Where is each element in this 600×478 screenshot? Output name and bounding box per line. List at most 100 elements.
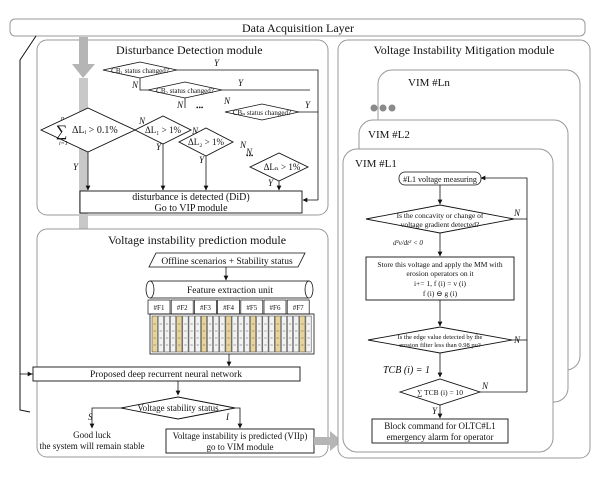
feature-bar-25 bbox=[299, 315, 306, 353]
dl1-no: N bbox=[191, 126, 199, 136]
edge-line2: erosion filter less than 0.98 pu? bbox=[399, 342, 481, 349]
vim-dot-2 bbox=[379, 104, 387, 112]
data-acquisition-layer-box bbox=[9, 18, 586, 37]
status-label: Voltage stability status bbox=[137, 403, 219, 413]
feature-bar-10 bbox=[207, 315, 213, 353]
offline-box bbox=[148, 252, 306, 268]
vim-title: Voltage Instability Mitigation module bbox=[374, 43, 555, 57]
feature-bar-3 bbox=[164, 315, 170, 353]
ddm-title: Disturbance Detection module bbox=[116, 43, 263, 57]
cb1-yes-line bbox=[177, 69, 319, 200]
block-line1: Block command for OLTC#L1 bbox=[384, 421, 495, 431]
did-result-box bbox=[79, 190, 303, 214]
dl1-yes: Y bbox=[156, 142, 162, 152]
feature-bar-4 bbox=[170, 315, 177, 353]
cb-dots: ••• bbox=[196, 104, 204, 112]
status-left-line bbox=[89, 407, 121, 429]
feature-bar-1 bbox=[151, 315, 158, 353]
feature-bar-24 bbox=[293, 315, 300, 353]
status-right-line bbox=[235, 407, 243, 429]
dln-label: ΔLₙ > 1% bbox=[264, 162, 301, 172]
feature-bar-20 bbox=[268, 315, 275, 353]
feature-label-4: #F4 bbox=[223, 304, 234, 312]
feature-bar-17 bbox=[250, 315, 257, 353]
vim-l1-label: VIM #L1 bbox=[355, 158, 397, 170]
vim-dot-3 bbox=[388, 104, 396, 112]
feature-bar-2 bbox=[157, 315, 164, 353]
feature-label-3: #F3 bbox=[200, 304, 211, 312]
vip-title: Voltage instability prediction module bbox=[108, 233, 286, 247]
dl2-diamond bbox=[178, 127, 234, 157]
edge-line1: Is the edge value detected by the bbox=[398, 334, 483, 341]
sum-tcb-label: ∑ TCB (i) = 10 bbox=[417, 388, 463, 397]
block-box bbox=[371, 418, 509, 444]
did-result-line2: Go to VIP module bbox=[154, 203, 228, 214]
cb1-no: N bbox=[131, 80, 139, 90]
feature-bar-26 bbox=[305, 315, 312, 353]
measure-label: #L1 voltage measuring bbox=[403, 175, 477, 184]
feature-label-2: #F2 bbox=[177, 304, 188, 312]
feature-bar-18 bbox=[256, 315, 263, 353]
viip-line2: go to VIM module bbox=[206, 442, 273, 452]
viip-line1: Voltage instability is predicted (VIIp) bbox=[173, 431, 308, 441]
feature-bar-7 bbox=[188, 315, 195, 353]
feature-bar-6 bbox=[182, 315, 189, 353]
deriv-label: d²v/dt² < 0 bbox=[393, 239, 423, 247]
feedback-loop-line bbox=[19, 35, 37, 413]
feature-label-7: #F7 bbox=[293, 304, 304, 312]
status-i: I bbox=[225, 412, 230, 422]
stable-line2: the system will remain stable bbox=[40, 441, 145, 451]
sum-symbol: ∑ bbox=[56, 123, 67, 140]
cbn-yes: Y bbox=[305, 100, 311, 110]
cb1-no-line bbox=[139, 78, 148, 91]
grey-arrow-to-vim bbox=[314, 431, 342, 451]
feature-bar-14 bbox=[231, 315, 238, 353]
store-line3: i+= 1, f (i) = v (i) bbox=[414, 279, 467, 288]
dl2-no: N bbox=[239, 140, 247, 150]
cb1-label: CB₁ status changed? bbox=[111, 67, 169, 75]
store-line2: erosion operators on it bbox=[406, 269, 474, 278]
block-line2: emergency alarm for operator bbox=[386, 432, 493, 442]
vim-feedback-rail bbox=[480, 175, 528, 392]
feature-bar-9 bbox=[200, 315, 207, 353]
cb2-yes: Y bbox=[238, 78, 244, 88]
cbn-no: N bbox=[223, 96, 231, 106]
cb2-label: CB₂ status changed? bbox=[156, 87, 214, 95]
sum-tcb-no: N bbox=[481, 381, 489, 391]
feature-bar-11 bbox=[213, 315, 220, 353]
feature-bar-19 bbox=[262, 315, 269, 353]
dl1-label: ΔL₁ > 1% bbox=[145, 125, 181, 135]
feature-grid-frame bbox=[149, 313, 315, 355]
cbn-label: CBₙ status changed? bbox=[233, 109, 291, 117]
feature-bar-15 bbox=[237, 315, 244, 353]
feature-bar-grid bbox=[149, 313, 315, 355]
cb2-no: N bbox=[176, 100, 184, 110]
sum-tcb-yes: Y bbox=[432, 406, 438, 416]
feature-cyl-left bbox=[145, 280, 155, 299]
store-line1: Store this voltage and apply the MM with bbox=[377, 260, 502, 269]
did-result-line1: disturbance is detected (DiD) bbox=[132, 192, 249, 203]
rnn-label: Proposed deep recurrent neural network bbox=[90, 370, 242, 380]
feature-bar-23 bbox=[287, 315, 293, 353]
feature-bar-21 bbox=[274, 315, 281, 353]
sum-expr: ΔLᵢ > 0.1% bbox=[72, 125, 118, 136]
feature-label-6: #F6 bbox=[270, 304, 281, 312]
feature-label-5: #F5 bbox=[246, 304, 257, 312]
dl2-label: ΔL₂ > 1% bbox=[188, 137, 224, 147]
dl2-yes: Y bbox=[199, 155, 205, 165]
stable-line1: Good luck bbox=[73, 430, 111, 440]
feature-label: Feature extraction unit bbox=[187, 286, 273, 296]
dl1-diamond bbox=[133, 115, 193, 145]
sum-no: N bbox=[138, 116, 146, 126]
feature-bar-13 bbox=[225, 315, 232, 353]
store-box bbox=[365, 256, 515, 301]
sum-sub: i=1 bbox=[59, 141, 68, 147]
feature-bar-5 bbox=[176, 315, 183, 353]
feature-bar-12 bbox=[219, 315, 226, 353]
vim-l2-label: VIM #L2 bbox=[368, 129, 410, 141]
concavity-no: N bbox=[513, 208, 521, 218]
cb1-yes: Y bbox=[214, 58, 220, 68]
concavity-line2: voltage gradient detected? bbox=[401, 220, 480, 229]
vim-ln-label: VIM #Ln bbox=[408, 77, 450, 89]
